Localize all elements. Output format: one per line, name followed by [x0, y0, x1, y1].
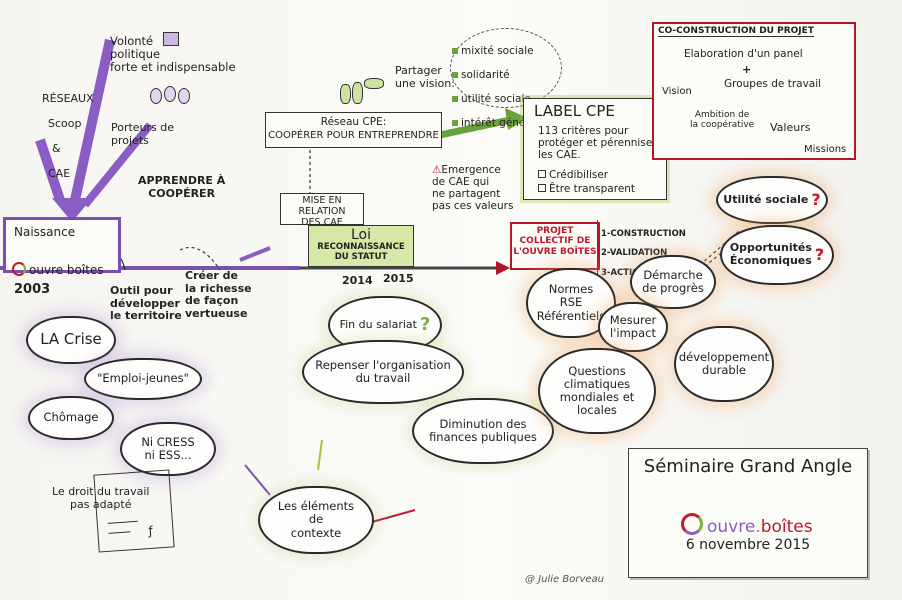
projet-step-3: 3-ACTION	[601, 267, 647, 278]
reseaux-item-scoop: Scoop	[48, 116, 82, 130]
signature: @ Julie Borveau	[525, 573, 604, 585]
question-mark-icon-3: ?	[419, 313, 431, 335]
mise-en-relation-text: MISE EN RELATION DES CAE	[298, 195, 346, 228]
co-construction-title: CO-CONSTRUCTION DU PROJET	[658, 26, 814, 38]
arrow-context-left	[244, 464, 271, 496]
year-2003: 2003	[14, 282, 51, 297]
question-mark-icon-2: ?	[814, 244, 825, 264]
at-icon: @	[525, 573, 535, 585]
seminaire-box: Séminaire Grand Angle ouvre.boîtes 6 nov…	[628, 448, 868, 578]
warning-icon: ⚠	[432, 164, 442, 177]
arrow-context-up	[317, 439, 323, 471]
document-icon: ƒ	[93, 469, 175, 553]
year-2014: 2014	[342, 274, 373, 287]
reseaux-title: RÉSEAUX	[42, 91, 94, 105]
arrow-context-right	[371, 509, 416, 523]
cloud-chomage: Chômage	[28, 396, 114, 440]
droit-text: Le droit du travail pas adapté	[52, 485, 150, 511]
people-icon	[150, 86, 190, 108]
question-mark-icon: ?	[811, 189, 821, 209]
cloud-mesurer: Mesurer l'impact	[598, 302, 668, 352]
projet-step-1: 1-CONSTRUCTION	[601, 228, 686, 239]
seminaire-logo: ouvre.boîtes	[681, 493, 813, 537]
naissance-box: Naissance ouvre boîtes	[3, 217, 121, 277]
loi-subtitle: RECONNAISSANCE DU STATUT	[317, 242, 405, 262]
cloud-emploi: "Emploi-jeunes"	[84, 358, 202, 400]
co-construction-groupes: Groupes de travail	[724, 78, 822, 90]
loi-box: Loi RECONNAISSANCE DU STATUT	[308, 225, 414, 267]
apprendre-text: APPRENDRE À COOPÉRER	[138, 174, 226, 200]
cloud-elements: Les éléments de contexte	[258, 486, 374, 554]
seminaire-date: 6 novembre 2015	[685, 537, 811, 553]
binoculars-people-icon	[340, 78, 384, 106]
creer-text: Créer de la richesse de façon vertueuse	[185, 269, 252, 320]
co-construction-vision: Vision	[662, 86, 692, 97]
partager-item-3: utilité sociale	[452, 93, 539, 105]
reseaux-item-cae: CAE	[48, 167, 71, 181]
porteurs-text: Porteurs de projets	[111, 121, 175, 147]
cloud-questions: Questions climatiques mondiales et local…	[538, 348, 656, 434]
cloud-crise: LA Crise	[26, 316, 116, 364]
seminaire-title: Séminaire Grand Angle	[643, 456, 853, 477]
emergence-text: ⚠Emergence de CAE qui ne partagent pas c…	[432, 164, 514, 213]
signature-mark-icon: ƒ	[147, 523, 154, 539]
cloud-repenser: Repenser l'organisation du travail	[302, 340, 464, 404]
reseau-cpe-line1: Réseau CPE:	[320, 116, 387, 128]
loi-title: Loi	[350, 227, 371, 243]
naissance-subtitle: ouvre boîtes	[12, 248, 104, 278]
partager-label: Partager une vision:	[395, 64, 455, 90]
naissance-title: Naissance	[14, 225, 76, 239]
reseaux-item-and: &	[52, 142, 61, 156]
co-construction-valeurs: Valeurs	[770, 121, 811, 134]
co-construction-box: CO-CONSTRUCTION DU PROJET Elaboration d'…	[652, 22, 856, 160]
cloud-developpement: développement durable	[674, 326, 774, 402]
projet-box: PROJET COLLECTIF DE L'OUVRE BOÎTES	[510, 222, 600, 270]
label-cpe-bullet-2: Être transparent	[538, 183, 635, 195]
partager-item-2: solidarité	[452, 69, 539, 81]
label-cpe-text: 113 critères pour protéger et pérenniser…	[538, 125, 657, 162]
ouvre-boites-logo-icon	[12, 261, 26, 276]
reseaux-block: RÉSEAUX Scoop & CAE	[42, 80, 94, 194]
timeline-arrowhead	[496, 261, 510, 275]
volonte-text: Volonté politique forte et indispensable	[110, 34, 236, 75]
projet-steps: 1-CONSTRUCTION 2-VALIDATION 3-ACTION	[597, 220, 686, 289]
cloud-utilite: Utilité sociale?	[716, 176, 828, 224]
co-construction-elaboration: Elaboration d'un panel	[684, 48, 803, 60]
projet-title: PROJET COLLECTIF DE L'OUVRE BOÎTES	[513, 226, 597, 257]
co-construction-missions: Missions	[804, 144, 847, 155]
reseau-cpe-line2: COOPÉRER POUR ENTREPRENDRE	[268, 130, 439, 141]
partager-dashed-outline	[450, 28, 562, 108]
cloud-cress: Ni CRESS ni ESS...	[120, 422, 216, 476]
partager-item-1: mixité sociale	[452, 45, 539, 57]
cloud-opportunites: Opportunités Économiques?	[720, 225, 834, 285]
ballot-box-icon	[163, 32, 179, 46]
co-construction-ambition: Ambition de la coopérative	[690, 110, 755, 131]
co-construction-plus: +	[742, 63, 752, 76]
cloud-demarche: Démarche de progrès	[630, 255, 716, 309]
projet-step-2: 2-VALIDATION	[601, 248, 668, 259]
ouvre-boites-logo-icon-2	[681, 512, 703, 535]
cloud-diminution: Diminution des finances publiques	[412, 398, 554, 464]
outil-text: Outil pour développer le territoire	[110, 284, 182, 323]
year-2015: 2015	[383, 272, 414, 285]
label-cpe-title: LABEL CPE	[534, 102, 615, 120]
mise-en-relation-box: MISE EN RELATION DES CAE	[280, 193, 364, 228]
reseau-cpe-box: Réseau CPE: COOPÉRER POUR ENTREPRENDRE	[265, 112, 442, 148]
label-cpe-bullet-1: Crédibiliser	[538, 169, 608, 181]
label-cpe-box: LABEL CPE 113 critères pour protéger et …	[523, 98, 667, 200]
